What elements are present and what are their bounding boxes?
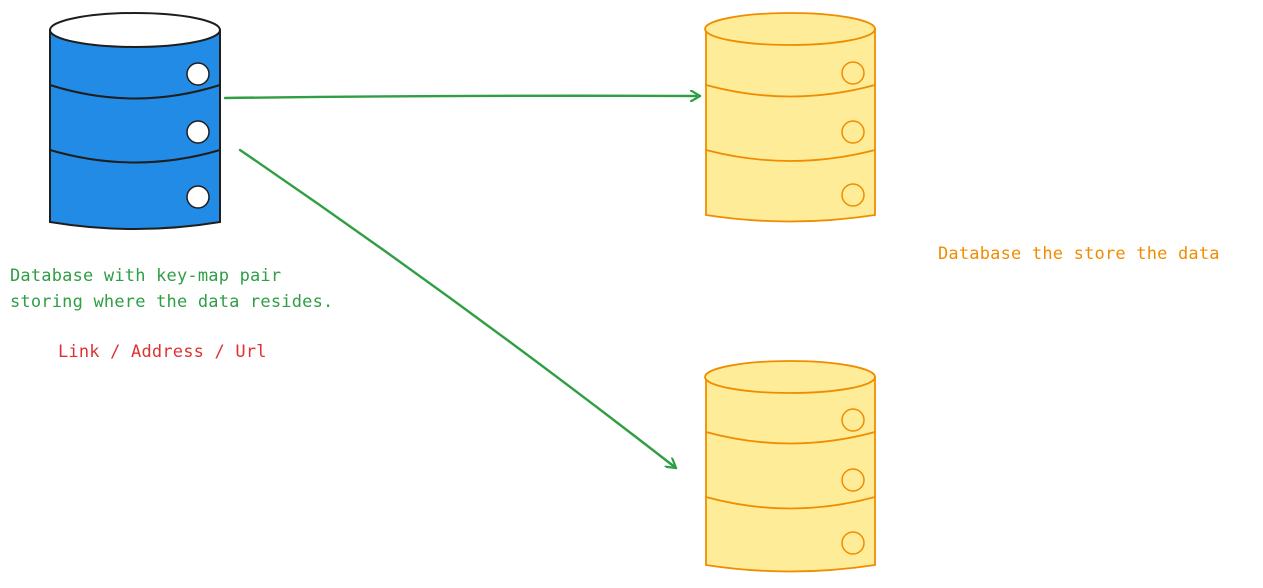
- arrow-to-top-database: [223, 96, 702, 98]
- target-database-top-icon: [704, 12, 876, 223]
- target-database-caption: Database the store the data: [938, 244, 1220, 264]
- target-database-bottom-icon: [704, 360, 876, 573]
- link-address-url-label: Link / Address / Url: [58, 342, 267, 362]
- source-database-caption: Database with key-map pair storing where…: [10, 266, 334, 312]
- source-database-icon: [49, 12, 221, 230]
- arrow-to-bottom-database: [238, 148, 678, 470]
